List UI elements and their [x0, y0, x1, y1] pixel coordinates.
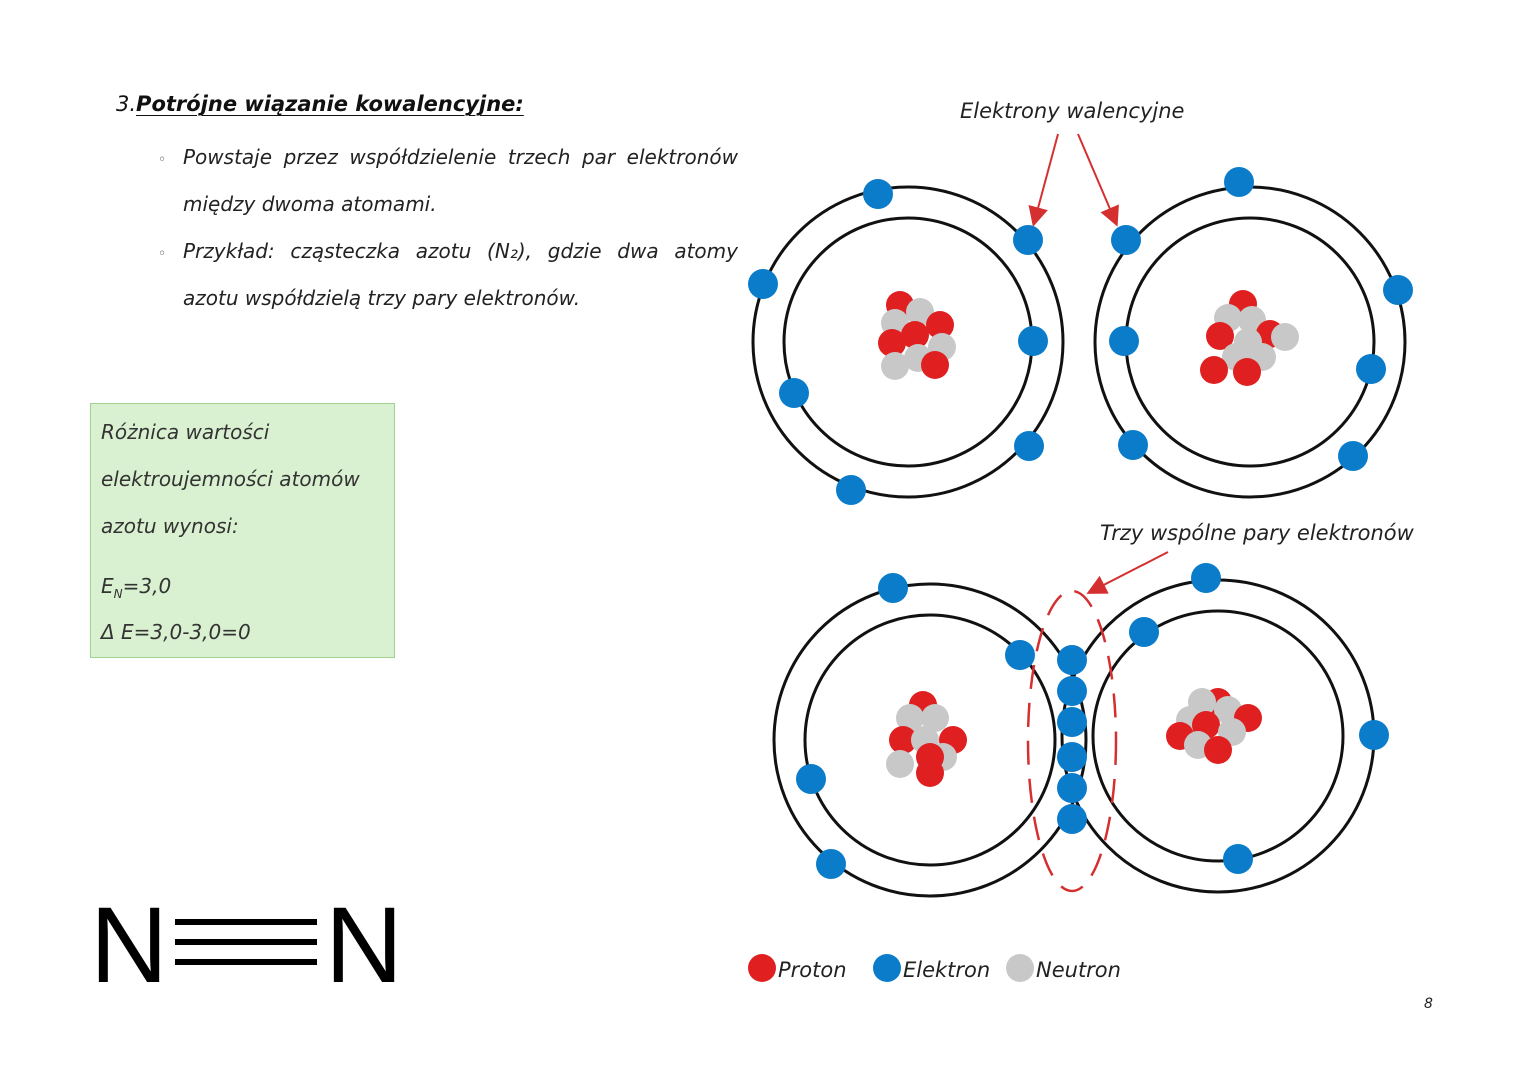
electronegativity-value: EN=3,0: [101, 574, 171, 601]
electronegativity-difference: Δ E=3,0-3,0=0: [101, 620, 251, 644]
section-number: 3.: [116, 92, 137, 116]
legend-electron-label: Elektron: [903, 958, 990, 982]
atom-top-left: [748, 179, 1065, 505]
nitrogen-atom-left: N: [90, 884, 168, 1000]
infobox-line-1: Różnica wartości: [101, 420, 270, 444]
electron: [1118, 430, 1148, 460]
section-heading: 3.Potrójne wiązanie kowalencyjne:: [116, 92, 524, 116]
electron: [1224, 167, 1254, 197]
electron: [836, 475, 866, 505]
valence-electrons-label: Elektrony walencyjne: [960, 99, 1184, 123]
electron: [748, 269, 778, 299]
legend-proton-label: Proton: [778, 958, 847, 982]
electron: [1014, 431, 1044, 461]
electron: [1129, 617, 1159, 647]
arrow-right-icon: [1077, 133, 1119, 227]
nucleus-right: [1166, 688, 1262, 764]
electron: [779, 378, 809, 408]
electron: [816, 849, 846, 879]
triple-bond-formula: N N: [90, 884, 403, 1000]
electron: [1191, 563, 1221, 593]
en-value: =3,0: [122, 574, 172, 598]
en-subscript: N: [113, 587, 123, 601]
electron: [1018, 326, 1048, 356]
nucleus: [878, 291, 956, 380]
bullet-1-line-2: między dwoma atomami.: [183, 192, 437, 216]
bond-line-2: [175, 939, 317, 945]
page-number: 8: [1424, 996, 1433, 1012]
arrow-shared-icon: [1086, 551, 1169, 594]
electron: [1338, 441, 1368, 471]
shared-pairs-label: Trzy wspólne pary elektronów: [1100, 521, 1415, 545]
bullet-2-line-1: Przykład: cząsteczka azotu (N₂), gdzie d…: [183, 239, 738, 263]
electron: [863, 179, 893, 209]
infobox-line-3: azotu wynosi:: [101, 514, 239, 538]
electron: [1013, 225, 1043, 255]
nitrogen-bond-diagram: Elektrony walencyjne: [748, 99, 1415, 982]
electron: [1356, 354, 1386, 384]
electron: [878, 573, 908, 603]
infobox-line-2: elektroujemności atomów: [101, 467, 360, 491]
electronegativity-box: Różnica wartości elektroujemności atomów…: [90, 403, 395, 658]
nucleus-left: [886, 691, 967, 787]
molecule-bottom: [772, 563, 1389, 898]
legend-proton-swatch: [748, 954, 776, 982]
electron: [1223, 844, 1253, 874]
shared-electrons-highlight: [1026, 589, 1118, 893]
bullet-item-1: Powstaje przez współdzielenie trzech par…: [183, 134, 738, 228]
electron: [1005, 640, 1035, 670]
electron: [1111, 225, 1141, 255]
bullet-marker: ◦: [158, 246, 167, 262]
legend: Proton Elektron Neutron: [748, 954, 1121, 982]
legend-neutron-swatch: [1006, 954, 1034, 982]
legend-neutron-label: Neutron: [1036, 958, 1121, 982]
electron: [1109, 326, 1139, 356]
bond-line-3: [175, 959, 317, 965]
en-symbol: E: [101, 574, 114, 598]
arrow-left-icon: [1028, 133, 1059, 227]
nitrogen-atom-right: N: [325, 884, 403, 1000]
bullet-1-line-1: Powstaje przez współdzielenie trzech par…: [183, 145, 738, 169]
electron: [1383, 275, 1413, 305]
bullet-marker: ◦: [158, 152, 167, 168]
legend-electron-swatch: [873, 954, 901, 982]
shared-electron-pairs: [1057, 645, 1087, 834]
bond-line-1: [175, 919, 317, 925]
section-title: Potrójne wiązanie kowalencyjne:: [136, 92, 524, 116]
bullet-item-2: Przykład: cząsteczka azotu (N₂), gdzie d…: [183, 228, 738, 322]
electron: [796, 764, 826, 794]
atom-top-right: [1093, 167, 1413, 499]
bullet-2-line-2: azotu współdzielą trzy pary elektronów.: [183, 286, 581, 310]
electron: [1359, 720, 1389, 750]
nucleus: [1200, 290, 1299, 386]
